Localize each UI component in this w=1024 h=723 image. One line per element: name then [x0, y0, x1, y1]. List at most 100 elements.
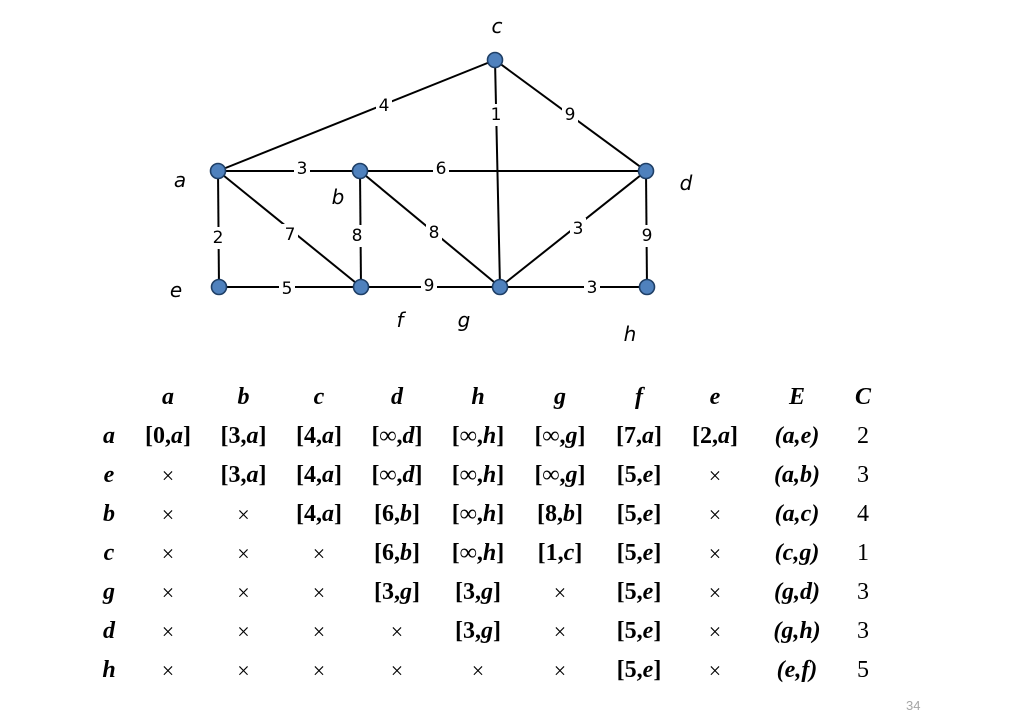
edge-c-g [494, 59, 501, 288]
table-cell: [∞,g] [534, 462, 586, 488]
edge-weight-b-d: 6 [436, 159, 447, 179]
table-cell: [4,a] [296, 462, 342, 488]
selected-edge-cell: (a,e) [774, 423, 820, 449]
column-header-e: e [709, 384, 721, 410]
node-c [486, 51, 504, 69]
table-cell: [8,b] [537, 501, 583, 527]
column-header-h: h [471, 384, 485, 410]
edge-weight-g-d: 3 [573, 219, 584, 239]
table-cell: × [390, 618, 404, 644]
table-row: a[0,a][3,a][4,a][∞,d][∞,h][∞,g][7,a][2,a… [88, 417, 885, 456]
edge-weight-background [421, 275, 437, 297]
table-cell: [3,a] [220, 423, 267, 449]
table-cell: × [708, 579, 722, 605]
table-cell: [5,e] [616, 579, 662, 605]
edge-weight-g-h: 3 [587, 278, 598, 298]
edge-a-c [217, 59, 496, 172]
edge-weight-a-c: 4 [379, 96, 390, 116]
node-label-e: e [170, 278, 182, 302]
table-cell: [5,e] [616, 657, 662, 683]
edge-weight-a-e: 2 [213, 228, 224, 248]
table-cell: × [312, 618, 326, 644]
node-g [491, 278, 509, 296]
table-cell: × [237, 540, 250, 566]
edge-weight-background [488, 104, 504, 126]
table-cell: × [237, 579, 250, 605]
table-cell: [5,e] [616, 501, 662, 527]
edge-cost-cell: 5 [857, 657, 869, 683]
table-cell: [3,g] [374, 579, 420, 605]
edge-cost-cell: 2 [857, 423, 869, 449]
edge-weight-c-g: 1 [491, 105, 502, 125]
edge-weight-background [639, 225, 655, 247]
table-cell: [7,a] [616, 423, 662, 449]
table-cell: [∞,h] [451, 540, 505, 566]
table-cell: × [237, 657, 250, 683]
column-header-g: g [554, 384, 566, 410]
table-row: e×[3,a][4,a][∞,d][∞,h][∞,g][5,e]×(a,b)3 [88, 456, 885, 495]
table-cell: × [161, 618, 175, 644]
node-label-h: h [624, 322, 637, 346]
table-cell: [2,a] [692, 423, 738, 449]
edge-cost-cell: 3 [857, 579, 869, 605]
table-cell: × [237, 501, 250, 527]
edge-cost-cell: 3 [857, 462, 869, 488]
table-cell: [∞,d] [371, 462, 423, 488]
table-cell: × [312, 657, 326, 683]
node-b [351, 162, 369, 180]
table-row: c×××[6,b][∞,h][1,c][5,e]×(c,g)1 [88, 534, 885, 573]
table-cell: [3,a] [220, 462, 267, 488]
table-cell: × [161, 657, 175, 683]
graph-edges [217, 59, 648, 288]
table-row: g×××[3,g][3,g]×[5,e]×(g,d)3 [88, 573, 885, 612]
edge-weight-background [570, 218, 586, 240]
table-corner [88, 378, 130, 417]
column-header-C: C [854, 384, 871, 410]
table-cell: [3,g] [455, 579, 501, 605]
edge-weight-b-f: 8 [352, 226, 363, 246]
table-cell: [∞,h] [451, 501, 505, 527]
table-cell: [∞,g] [534, 423, 586, 449]
table-cell: [1,c] [537, 540, 583, 566]
page-number: 34 [906, 698, 921, 713]
edge-weight-background [376, 95, 392, 117]
table-cell: [5,e] [616, 462, 662, 488]
row-header-d: d [103, 618, 115, 644]
table-row: d××××[3,g]×[5,e]×(g,h)3 [88, 612, 885, 651]
table-cell: × [708, 462, 722, 488]
selected-edge-cell: (e,f) [776, 657, 818, 683]
selected-edge-cell: (g,h) [773, 618, 821, 644]
row-header-a: a [103, 423, 115, 449]
edge-weight-background [562, 104, 578, 126]
table-cell: [5,e] [616, 540, 662, 566]
table-cell: [0,a] [145, 423, 191, 449]
edge-cost-cell: 3 [857, 618, 869, 644]
column-header-c: c [313, 384, 325, 410]
node-label-b: b [332, 185, 345, 209]
edge-weight-background [584, 277, 600, 299]
node-label-a: a [174, 168, 186, 192]
table-cell: [6,b] [374, 501, 420, 527]
column-header-b: b [237, 384, 250, 410]
row-header-c: c [103, 540, 115, 566]
table-cell: × [708, 618, 722, 644]
edge-weight-f-g: 9 [424, 276, 435, 296]
table-cell: × [708, 501, 722, 527]
selected-edge-cell: (a,b) [774, 462, 820, 488]
table-cell: × [161, 579, 175, 605]
table-cell: × [161, 501, 175, 527]
table-cell: × [708, 657, 722, 683]
node-label-f: f [396, 308, 406, 332]
table-cell: × [708, 540, 722, 566]
node-f [352, 278, 370, 296]
column-header-f: f [635, 384, 643, 410]
node-e [210, 278, 228, 296]
edge-weight-a-b: 3 [297, 159, 308, 179]
table-cell: [4,a] [296, 501, 342, 527]
node-a [209, 162, 227, 180]
row-header-e: e [103, 462, 115, 488]
